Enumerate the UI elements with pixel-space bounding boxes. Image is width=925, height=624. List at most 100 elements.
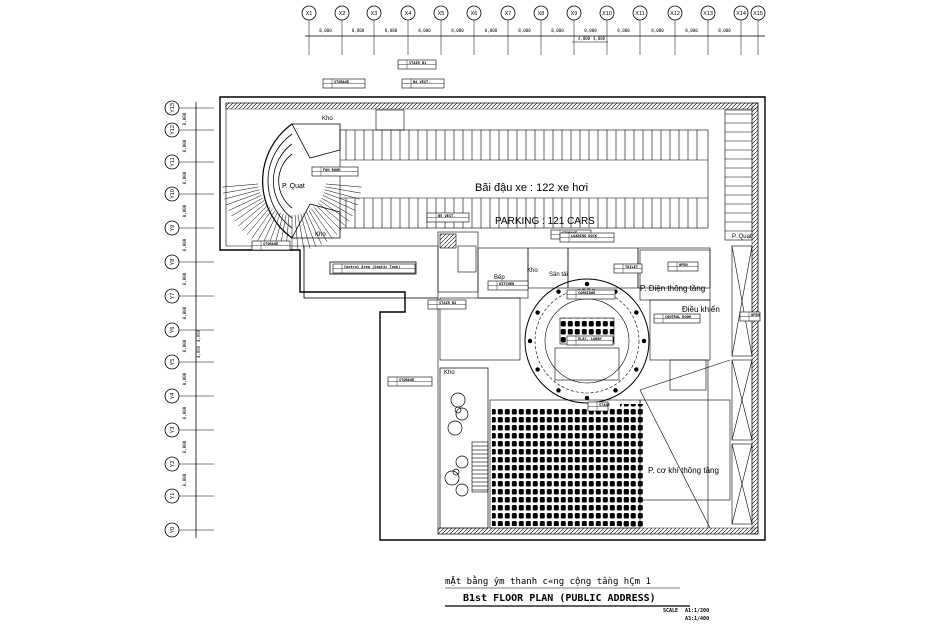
y-axis-label: Y13 (170, 103, 176, 113)
x-axis-label: X6 (471, 11, 478, 17)
tag-fan_room: FAN ROOM (323, 168, 341, 172)
room-dieu-khien: Điều khiển (682, 305, 720, 314)
x-dim-label: 8,000 (518, 28, 531, 33)
scale-a1: A1:1/200 (685, 608, 709, 614)
x-dim-label: 8,000 (352, 28, 365, 33)
tag-control_room: CONTROL ROOM (665, 315, 692, 319)
y-dim-label: 8,000 (182, 139, 187, 152)
parking-area (339, 129, 709, 229)
room-parking: PARKING : 121 CARS (495, 216, 595, 227)
y-sub-dim-2: 4,000 (196, 345, 201, 358)
y-axis-label: Y0 (170, 527, 176, 534)
x-axis-label: X4 (405, 11, 412, 17)
auditorium (471, 359, 731, 529)
y-dim-label: 8,000 (182, 473, 187, 486)
y-dim-label: 8,000 (182, 306, 187, 319)
tag-storage_1: STORAGE (334, 80, 349, 84)
tag-toilet: TOILET (625, 265, 638, 269)
x-axis-label: X15 (753, 11, 763, 17)
y-axis-label: Y9 (170, 225, 176, 232)
x-axis-label: X14 (736, 11, 746, 17)
room-kho-1: Kho (322, 116, 333, 122)
room-kho-4: Kho (444, 370, 455, 376)
tag-loading_dock: LOADING DOCK (571, 234, 598, 238)
x-dim-label: 8,000 (451, 28, 464, 33)
x-axis-label: X8 (538, 11, 545, 17)
title-en: B1st FLOOR PLAN (PUBLIC ADDRESS) (463, 593, 656, 604)
x-dim-label: 8,000 (718, 28, 731, 33)
y-dim-label: 8,000 (182, 372, 187, 385)
y-axis-label: Y6 (170, 327, 176, 334)
y-axis-label: Y8 (170, 259, 176, 266)
room-bai-do-xe: Bãi đậu xe : 122 xe hơi (475, 182, 588, 194)
room-san-tai: Sân tải (549, 272, 568, 278)
x-dim-label: 8,000 (485, 28, 498, 33)
x-dim-label: 8,000 (551, 28, 564, 33)
room-kho-2: Kho (315, 232, 326, 238)
x-grid-axes: X1 X2 X3 X4 X5 X6 X7 X8 X9 X10 X11 X12 X13 X14 X15 (301, 5, 766, 55)
x-axis-label: X11 (635, 11, 644, 17)
y-axis-label: Y4 (170, 393, 176, 400)
tag-b5_vest: B5 VEST. (438, 214, 455, 218)
y-axis-label: Y11 (170, 157, 176, 166)
east-shafts (724, 109, 753, 525)
y-dim-label: 8,000 (182, 238, 187, 251)
scale-a3: A3:1/400 (685, 616, 709, 622)
x-grid-dimensions: 8,000 8,000 8,000 8,000 8,000 8,000 8,000 8,000… (319, 28, 731, 33)
x-axis-label: X1 (306, 11, 313, 17)
tag-open_2: OPEN (751, 313, 760, 317)
tag-stair_1: STAIR B1 (409, 61, 426, 65)
x-dim-label: 8,000 (617, 28, 630, 33)
room-p-quat-2: P. Quạt (732, 234, 752, 240)
x-axis-label: X12 (670, 11, 680, 17)
title-vn: mẶt bằng ŷm thanh c«ng cộng tầng hÇm 1 (445, 575, 651, 587)
room-bep: Bếp (494, 275, 505, 281)
x-axis-label: X7 (505, 11, 512, 17)
tag-stair_2: STAIR B2 (439, 301, 456, 305)
y-grid-dimensions: 8,000 8,000 8,000 8,000 8,000 8,000 8,000 8,000… (182, 112, 201, 486)
room-kho-3: Kho (527, 268, 538, 274)
x-sub-dim-1: 4,000 (578, 36, 591, 41)
tag-control_area: Control Area (Septic Tank) (344, 265, 400, 269)
x-dim-label: 8,000 (651, 28, 664, 33)
y-axis-label: Y5 (170, 359, 176, 366)
x-axis-label: X13 (703, 11, 713, 17)
tag-elec_lobby: ELEC. LOBBY (578, 337, 603, 341)
x-axis-label: X5 (438, 11, 445, 17)
x-sub-dim-2: 4,000 (593, 36, 606, 41)
scale-label: SCALE (663, 608, 678, 614)
y-dim-label: 8,000 (182, 171, 187, 184)
room-p-co-khi: P. cơ khí thông tầng (648, 466, 719, 475)
tag-b4_vest: B4 VEST. (413, 80, 430, 84)
y-axis-label: Y3 (170, 427, 176, 434)
x-dim-label: 8,000 (319, 28, 332, 33)
garden (439, 367, 489, 529)
x-dim-label: 8,000 (685, 28, 698, 33)
tag-storage_2: STORAGE (263, 242, 278, 246)
y-axis-label: Y10 (170, 189, 176, 199)
room-tags: STORAGE STAIR B1 B4 VEST. FAN ROOM STORAGE Co… (251, 59, 761, 412)
x-axis-label: X3 (371, 11, 378, 17)
y-dim-label: 8,000 (182, 204, 187, 217)
x-axis-label: X2 (339, 11, 346, 17)
x-axis-label: X9 (571, 11, 578, 17)
tag-corridor: CORRIDOR (578, 291, 596, 295)
x-dim-label: 8,000 (584, 28, 597, 33)
y-dim-label: 8,000 (182, 339, 187, 352)
y-dim-label: 8,000 (182, 272, 187, 285)
y-axis-label: Y2 (170, 461, 176, 468)
y-dim-label: 8,000 (182, 440, 187, 453)
room-p-dien: P. Điện thông tầng (640, 284, 705, 293)
y-axis-label: Y1 (170, 493, 176, 500)
tag-open_1: OPEN (679, 263, 688, 267)
y-axis-label: Y12 (170, 125, 176, 135)
x-dim-label: 8,000 (418, 28, 431, 33)
x-axis-label: X10 (602, 11, 612, 17)
room-p-quat: P. Quạt (282, 183, 305, 190)
y-sub-dim-1: 4,000 (196, 329, 201, 342)
y-axis-label: Y7 (170, 293, 176, 300)
tag-stage: STAGE (599, 403, 610, 407)
y-dim-label: 8,000 (182, 112, 187, 125)
